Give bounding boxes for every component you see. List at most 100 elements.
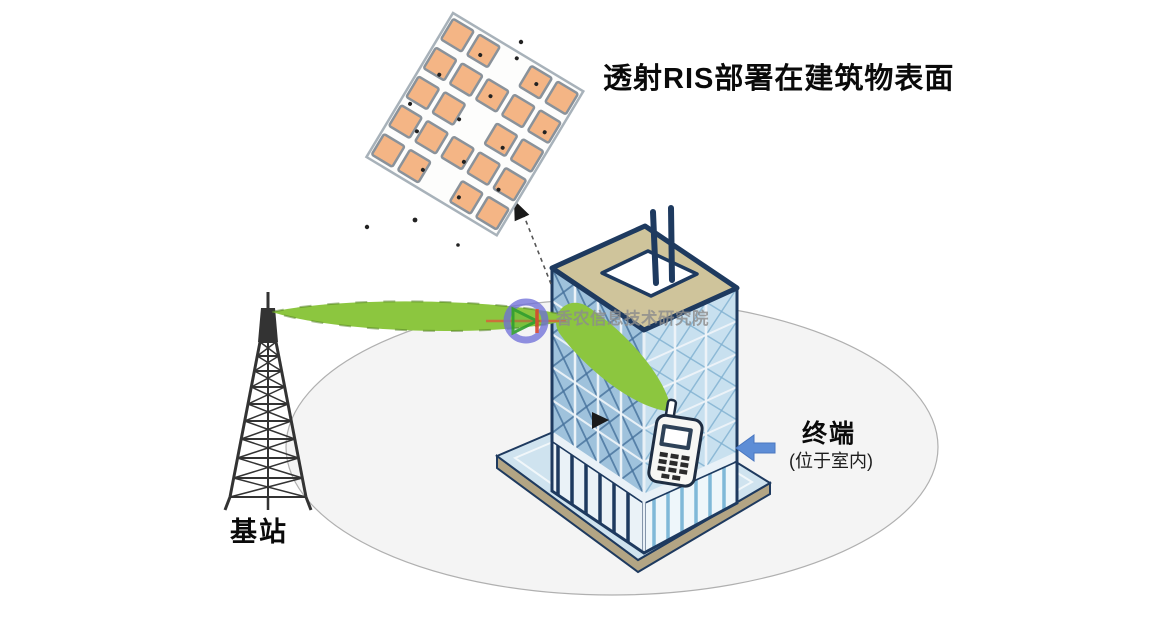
ris-element-grid <box>371 18 579 231</box>
ris-dot <box>457 117 462 122</box>
ris-dot <box>456 195 461 200</box>
ris-element <box>466 33 501 68</box>
tower-brace <box>233 457 299 479</box>
ris-dot <box>500 145 505 150</box>
transmissive-ris-panel <box>364 11 586 238</box>
tower-brace <box>247 403 292 422</box>
ris-element <box>449 62 484 97</box>
connector-dashed-line <box>523 215 552 285</box>
tower-brace <box>250 386 289 405</box>
watermark-ring <box>503 298 549 344</box>
tower-top-block <box>258 308 278 342</box>
ris-element <box>527 109 562 144</box>
tower-brace <box>256 341 277 357</box>
glass-brace <box>705 320 738 369</box>
glass-brace <box>674 334 707 383</box>
base-station-label: 基站 <box>230 517 288 547</box>
ris-dot <box>496 187 501 192</box>
glass-brace <box>551 282 576 302</box>
ris-element <box>449 180 484 215</box>
phone-keypad <box>657 451 690 481</box>
ris-element <box>475 196 510 231</box>
ris-element <box>510 138 544 173</box>
ris-element <box>483 122 518 157</box>
glass-brace <box>574 430 599 450</box>
beam-body <box>272 301 576 331</box>
ris-scatter-dots <box>408 53 547 200</box>
glass-brace <box>643 315 676 364</box>
ris-element <box>466 151 501 186</box>
ris-element <box>423 47 458 82</box>
ris-element <box>440 18 475 53</box>
watermark-logo <box>486 298 566 344</box>
tower-brace <box>254 370 286 388</box>
glass-brace <box>674 301 707 350</box>
ris-dot <box>414 129 419 134</box>
pilotis-left-face <box>552 441 644 553</box>
floor-line <box>643 320 738 364</box>
tower-brace <box>237 438 296 459</box>
tower-brace <box>259 341 280 357</box>
glass-brace <box>705 287 738 336</box>
glass-brace <box>551 348 576 368</box>
rooftop-antenna-icon <box>668 205 675 283</box>
rooftop-antenna-icon <box>650 209 659 286</box>
ris-element <box>414 120 449 155</box>
ris-dot <box>461 159 466 164</box>
base-station-tower <box>223 292 313 511</box>
ris-dot <box>542 130 547 135</box>
glass-brace <box>705 353 738 402</box>
glass-brace <box>551 414 576 434</box>
ris-element <box>501 94 536 128</box>
tower-brace <box>233 477 307 498</box>
beam-body <box>555 302 672 412</box>
ris-dot <box>488 94 493 99</box>
tower-brace <box>256 355 283 372</box>
ris-dot <box>408 101 413 106</box>
connector-arrowhead-icon <box>514 200 530 222</box>
ris-element <box>388 104 423 139</box>
roof-recess <box>600 249 699 298</box>
outside-scatter-dots <box>364 39 524 247</box>
ris-dot <box>478 53 483 58</box>
terminal-label: 终端 <box>802 420 857 448</box>
glass-brace <box>674 367 707 416</box>
diagram-title: 透射RIS部署在建筑物表面 <box>603 63 955 95</box>
ris-element <box>371 133 406 168</box>
beam-through-building <box>555 302 672 412</box>
ris-element <box>544 80 579 115</box>
glass-brace <box>574 397 599 417</box>
watermark-text: 香农信息技术研究院 <box>556 310 709 328</box>
ris-dot <box>534 82 539 87</box>
building <box>549 205 740 555</box>
watermark-diode-triangle <box>511 306 541 336</box>
glass-brace <box>551 381 576 401</box>
terminal-pointer-arrow-icon <box>735 434 776 462</box>
terminal-phone-icon <box>647 398 704 488</box>
tower-brace <box>253 355 280 372</box>
ris-element <box>431 91 466 126</box>
glass-brace <box>597 445 622 465</box>
tower-lattice <box>223 341 313 511</box>
ris-element <box>405 75 440 110</box>
beam-direction-arrowhead-icon <box>592 412 609 429</box>
ris-dot <box>420 167 425 172</box>
glass-brace <box>597 412 622 432</box>
glass-brace <box>705 419 738 468</box>
ris-callout-connector <box>514 200 552 285</box>
ris-element <box>397 149 432 184</box>
beam-edge-dashes <box>268 300 580 332</box>
pilotis-columns <box>556 445 726 553</box>
terminal-sublabel: (位于室内) <box>789 451 873 471</box>
glass-brace <box>620 428 645 448</box>
tower-foot <box>223 496 232 511</box>
ris-element <box>492 167 527 202</box>
ris-dot <box>437 72 442 77</box>
tower-brace <box>247 386 286 405</box>
beam-tower-to-building <box>268 300 580 332</box>
tower-leg <box>228 341 262 498</box>
glass-brace <box>705 386 738 435</box>
tower-brace <box>244 420 296 440</box>
